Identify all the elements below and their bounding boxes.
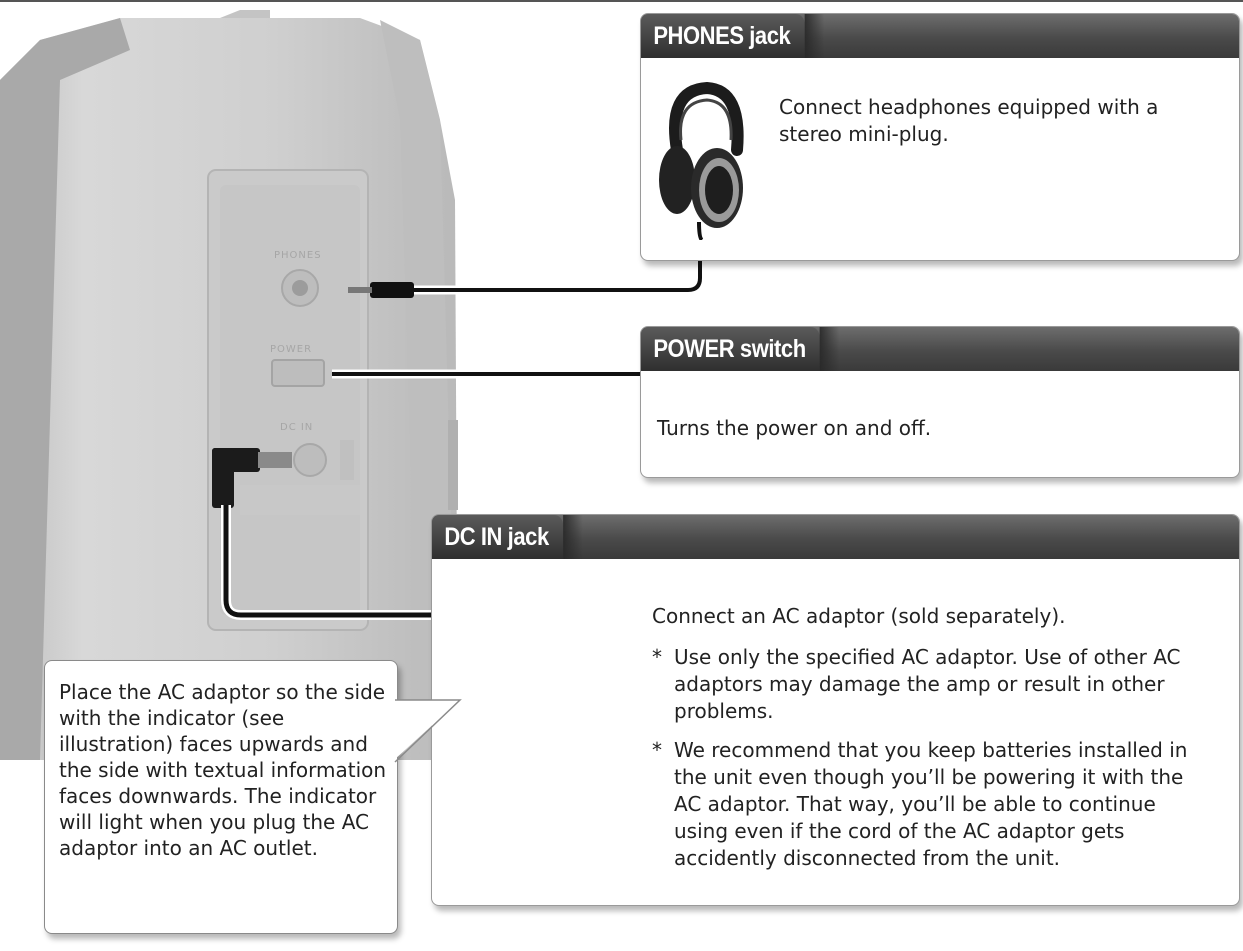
- phones-jack-title: PHONES jack: [641, 14, 824, 58]
- dc-in-jack-description: Connect an AC adaptor (sold separately).…: [652, 603, 1212, 884]
- headphones-icon: [659, 81, 744, 240]
- note-marker: *: [652, 738, 662, 762]
- note-marker: *: [652, 645, 662, 669]
- phones-jack-description: Connect headphones equipped with a stere…: [779, 95, 1159, 146]
- panel-label-power: POWER: [270, 344, 312, 355]
- dc-in-jack-callout: DC IN jack Connect an AC adaptor (sold s…: [431, 514, 1240, 906]
- power-switch-description: Turns the power on and off.: [657, 416, 932, 440]
- top-rule: [0, 0, 1243, 2]
- note-text: Use only the specified AC adaptor. Use o…: [674, 645, 1181, 723]
- phones-jack-header: PHONES jack: [641, 14, 1239, 58]
- power-switch-callout: POWER switch Turns the power on and off.: [640, 326, 1240, 478]
- dc-in-jack-header: DC IN jack: [432, 515, 1239, 559]
- adaptor-placement-note: Place the AC adaptor so the side with th…: [44, 660, 398, 934]
- dc-in-note-2: * We recommend that you keep batteries i…: [652, 737, 1212, 872]
- power-switch-title: POWER switch: [641, 327, 840, 371]
- panel-label-dcin: DC IN: [280, 422, 313, 433]
- dc-in-main-text: Connect an AC adaptor (sold separately).: [652, 604, 1066, 628]
- dc-in-jack-title: DC IN jack: [432, 515, 582, 559]
- note-text: We recommend that you keep batteries ins…: [674, 738, 1188, 870]
- power-switch-header: POWER switch: [641, 327, 1239, 371]
- panel-label-phones: PHONES: [274, 250, 322, 261]
- adaptor-placement-text: Place the AC adaptor so the side with th…: [59, 680, 387, 860]
- dc-in-note-1: * Use only the specified AC adaptor. Use…: [652, 644, 1212, 725]
